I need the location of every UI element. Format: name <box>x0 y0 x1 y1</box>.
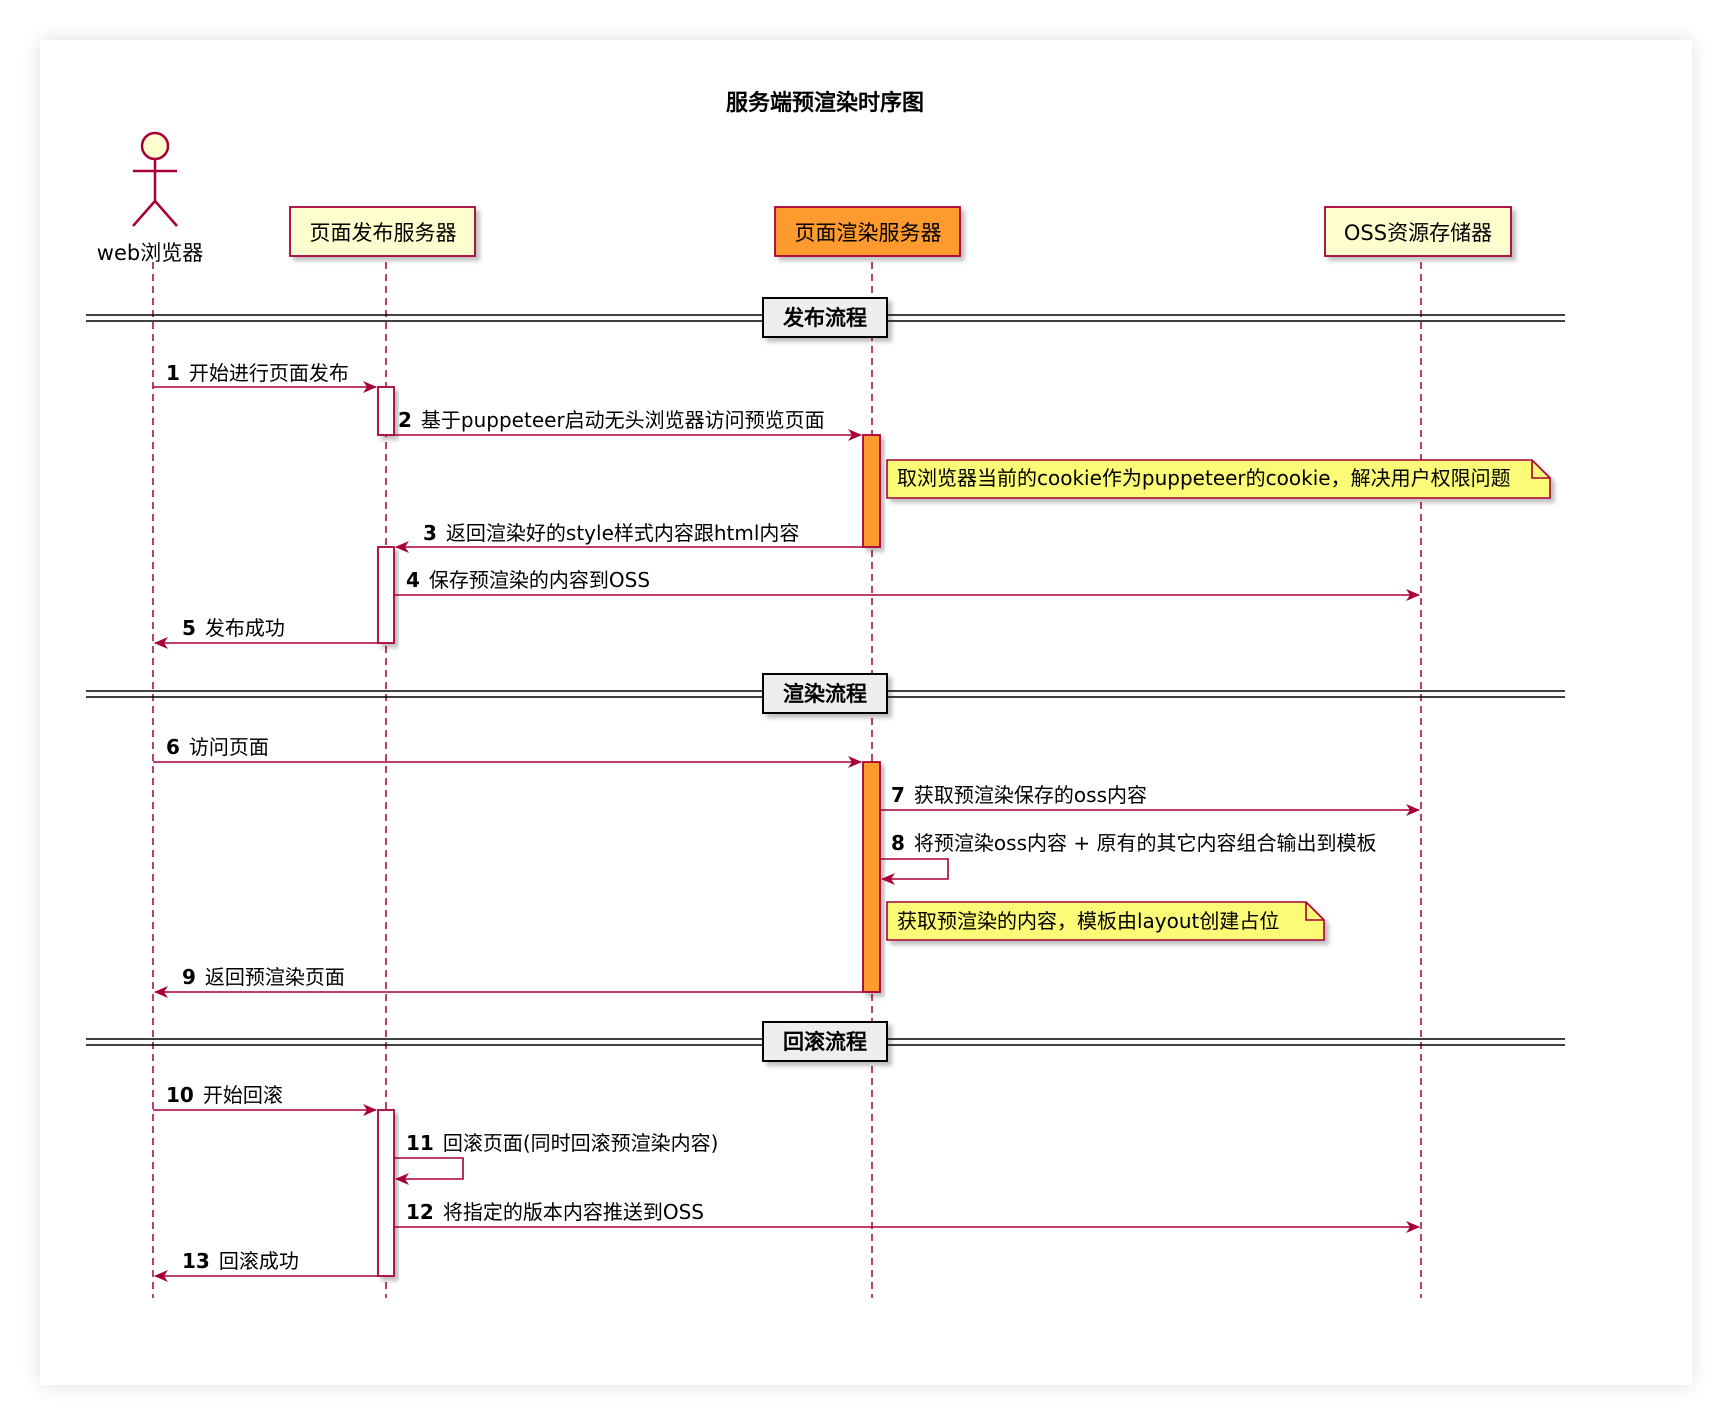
message-7: 7 获取预渲染保存的oss内容 <box>880 783 1420 816</box>
message-text: 访问页面 <box>189 735 269 759</box>
activations <box>377 386 881 1277</box>
participant-render-server: 页面渲染服务器 <box>774 206 961 257</box>
message-number: 9 <box>182 965 196 989</box>
participant-oss-storage: OSS资源存储器 <box>1324 206 1512 257</box>
message-number: 1 <box>166 361 180 385</box>
message-number: 6 <box>166 735 180 759</box>
note-text: 获取预渲染的内容，模板由layout创建占位 <box>897 909 1279 933</box>
message-5: 5 发布成功 <box>154 616 378 649</box>
message-number: 12 <box>406 1200 434 1224</box>
message-number: 10 <box>166 1083 194 1107</box>
section-divider-publish: 发布流程 <box>86 297 1565 338</box>
participant-label: OSS资源存储器 <box>1344 221 1492 245</box>
message-number: 4 <box>406 568 420 592</box>
activation-publish-2 <box>377 546 395 644</box>
actor-web-browser <box>132 131 178 227</box>
diagram-title: 服务端预渲染时序图 <box>726 90 924 116</box>
message-number: 13 <box>182 1249 210 1273</box>
note-layout: 获取预渲染的内容，模板由layout创建占位 <box>886 901 1325 941</box>
message-text: 返回渲染好的style样式内容跟html内容 <box>446 521 800 545</box>
activation-publish-1 <box>377 386 395 436</box>
message-12: 12 将指定的版本内容推送到OSS <box>394 1200 1420 1233</box>
message-number: 2 <box>398 408 412 432</box>
message-number: 7 <box>891 783 905 807</box>
actor-right-leg-icon <box>154 200 178 227</box>
message-3: 3 返回渲染好的style样式内容跟html内容 <box>395 521 863 553</box>
activation-render-2 <box>862 761 881 993</box>
section-divider-render: 渲染流程 <box>86 673 1565 714</box>
message-text: 发布成功 <box>205 616 285 640</box>
message-text: 开始进行页面发布 <box>189 361 349 385</box>
message-1: 1 开始进行页面发布 <box>153 361 377 393</box>
participant-label: 页面渲染服务器 <box>795 221 942 245</box>
message-text: 将预渲染oss内容 + 原有的其它内容组合输出到模板 <box>914 831 1377 855</box>
note-text: 取浏览器当前的cookie作为puppeteer的cookie，解决用户权限问题 <box>897 466 1511 490</box>
message-text: 开始回滚 <box>203 1083 283 1107</box>
message-number: 5 <box>182 616 196 640</box>
section-divider-rollback: 回滚流程 <box>86 1021 1565 1062</box>
message-number: 8 <box>891 831 905 855</box>
message-number: 11 <box>406 1131 434 1155</box>
message-13: 13 回滚成功 <box>154 1249 378 1282</box>
message-6: 6 访问页面 <box>153 735 862 768</box>
message-text: 获取预渲染保存的oss内容 <box>914 783 1147 807</box>
messages: 1 开始进行页面发布 2 基于puppeteer启动无头浏览器访问预览页面 3 返回渲… <box>153 361 1420 1282</box>
message-text: 基于puppeteer启动无头浏览器访问预览页面 <box>421 408 825 432</box>
message-text: 回滚页面(同时回滚预渲染内容) <box>443 1131 719 1155</box>
actor-left-leg-icon <box>132 200 156 227</box>
message-text: 将指定的版本内容推送到OSS <box>443 1200 704 1224</box>
section-label: 发布流程 <box>782 306 867 330</box>
message-11: 11 回滚页面(同时回滚预渲染内容) <box>394 1131 718 1185</box>
activation-publish-3 <box>377 1109 395 1277</box>
section-label: 回滚流程 <box>783 1030 867 1054</box>
message-text: 回滚成功 <box>219 1249 299 1273</box>
section-label: 渲染流程 <box>783 682 867 706</box>
activation-render-1 <box>862 434 881 548</box>
message-4: 4 保存预渲染的内容到OSS <box>394 568 1420 601</box>
message-2: 2 基于puppeteer启动无头浏览器访问预览页面 <box>394 408 862 441</box>
actor-label: web浏览器 <box>97 241 203 265</box>
note-cookie: 取浏览器当前的cookie作为puppeteer的cookie，解决用户权限问题 <box>886 459 1551 499</box>
message-8: 8 将预渲染oss内容 + 原有的其它内容组合输出到模板 <box>880 831 1376 885</box>
message-text: 返回预渲染页面 <box>205 965 345 989</box>
message-10: 10 开始回滚 <box>153 1083 377 1116</box>
actor-head-icon <box>140 131 170 161</box>
message-text: 保存预渲染的内容到OSS <box>429 568 650 592</box>
participant-label: 页面发布服务器 <box>310 221 457 245</box>
participant-publish-server: 页面发布服务器 <box>289 206 476 257</box>
message-number: 3 <box>423 521 437 545</box>
message-9: 9 返回预渲染页面 <box>154 965 863 998</box>
